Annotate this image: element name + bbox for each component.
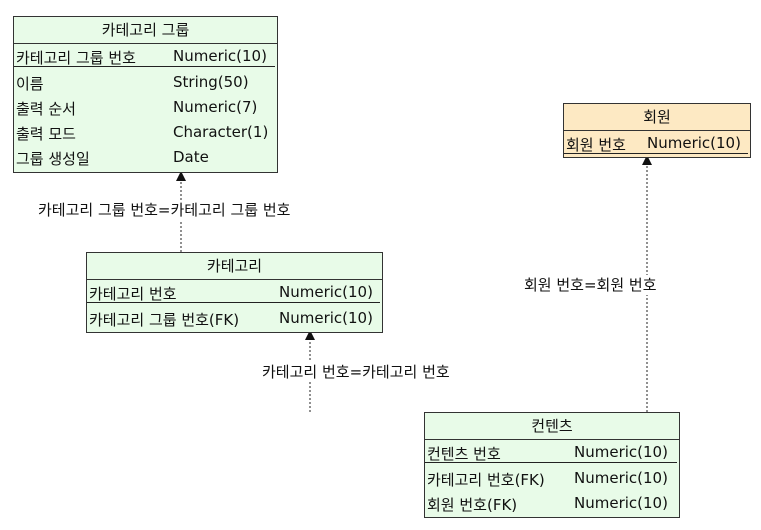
- entity-category[interactable]: 카테고리 카테고리 번호 Numeric(10) 카테고리 그룹 번호(FK) …: [86, 252, 383, 333]
- attribute-type: Numeric(10): [279, 309, 373, 327]
- relationship-label-member-contents: 회원 번호=회원 번호: [522, 275, 659, 295]
- attribute-name: 출력 순서: [16, 100, 76, 118]
- entity-contents[interactable]: 컨텐츠 컨텐츠 번호 Numeric(10) 카테고리 번호(FK) Numer…: [424, 412, 680, 518]
- attribute-name: 출력 모드: [16, 125, 76, 143]
- attribute-name: 그룹 생성일: [16, 150, 90, 168]
- attribute-type: Date: [173, 148, 209, 166]
- attribute-name: 회원 번호(FK): [427, 496, 518, 514]
- entity-title: 카테고리 그룹: [14, 17, 277, 44]
- entity-title: 회원: [564, 104, 750, 131]
- primary-key-underline: [425, 462, 677, 463]
- primary-key-underline: [564, 153, 748, 154]
- entity-title: 카테고리: [87, 253, 382, 280]
- primary-key-underline: [87, 302, 380, 303]
- attribute-type: Character(1): [173, 123, 269, 141]
- relationship-label-group-category: 카테고리 그룹 번호=카테고리 그룹 번호: [36, 200, 293, 220]
- attribute-type: Numeric(10): [574, 494, 668, 512]
- attribute-name: 카테고리 번호: [89, 285, 177, 303]
- entity-title: 컨텐츠: [425, 413, 679, 440]
- relationship-label-category-contents: 카테고리 번호=카테고리 번호: [260, 362, 452, 382]
- attribute-name: 이름: [16, 75, 44, 93]
- attribute-name: 카테고리 그룹 번호(FK): [89, 311, 240, 329]
- attribute-type: Numeric(10): [647, 134, 741, 152]
- entity-category-group[interactable]: 카테고리 그룹 카테고리 그룹 번호 Numeric(10) 이름 String…: [13, 16, 278, 173]
- attribute-type: String(50): [173, 73, 249, 91]
- primary-key-underline: [14, 66, 275, 67]
- attribute-name: 카테고리 그룹 번호: [16, 49, 136, 67]
- attribute-type: Numeric(10): [574, 443, 668, 461]
- entity-member[interactable]: 회원 회원 번호 Numeric(10): [563, 103, 751, 158]
- attribute-type: Numeric(10): [173, 47, 267, 65]
- attribute-type: Numeric(10): [574, 469, 668, 487]
- attribute-name: 카테고리 번호(FK): [427, 471, 545, 489]
- attribute-type: Numeric(7): [173, 98, 258, 116]
- attribute-name: 컨텐츠 번호: [427, 445, 501, 463]
- attribute-type: Numeric(10): [279, 283, 373, 301]
- attribute-name: 회원 번호: [566, 136, 626, 154]
